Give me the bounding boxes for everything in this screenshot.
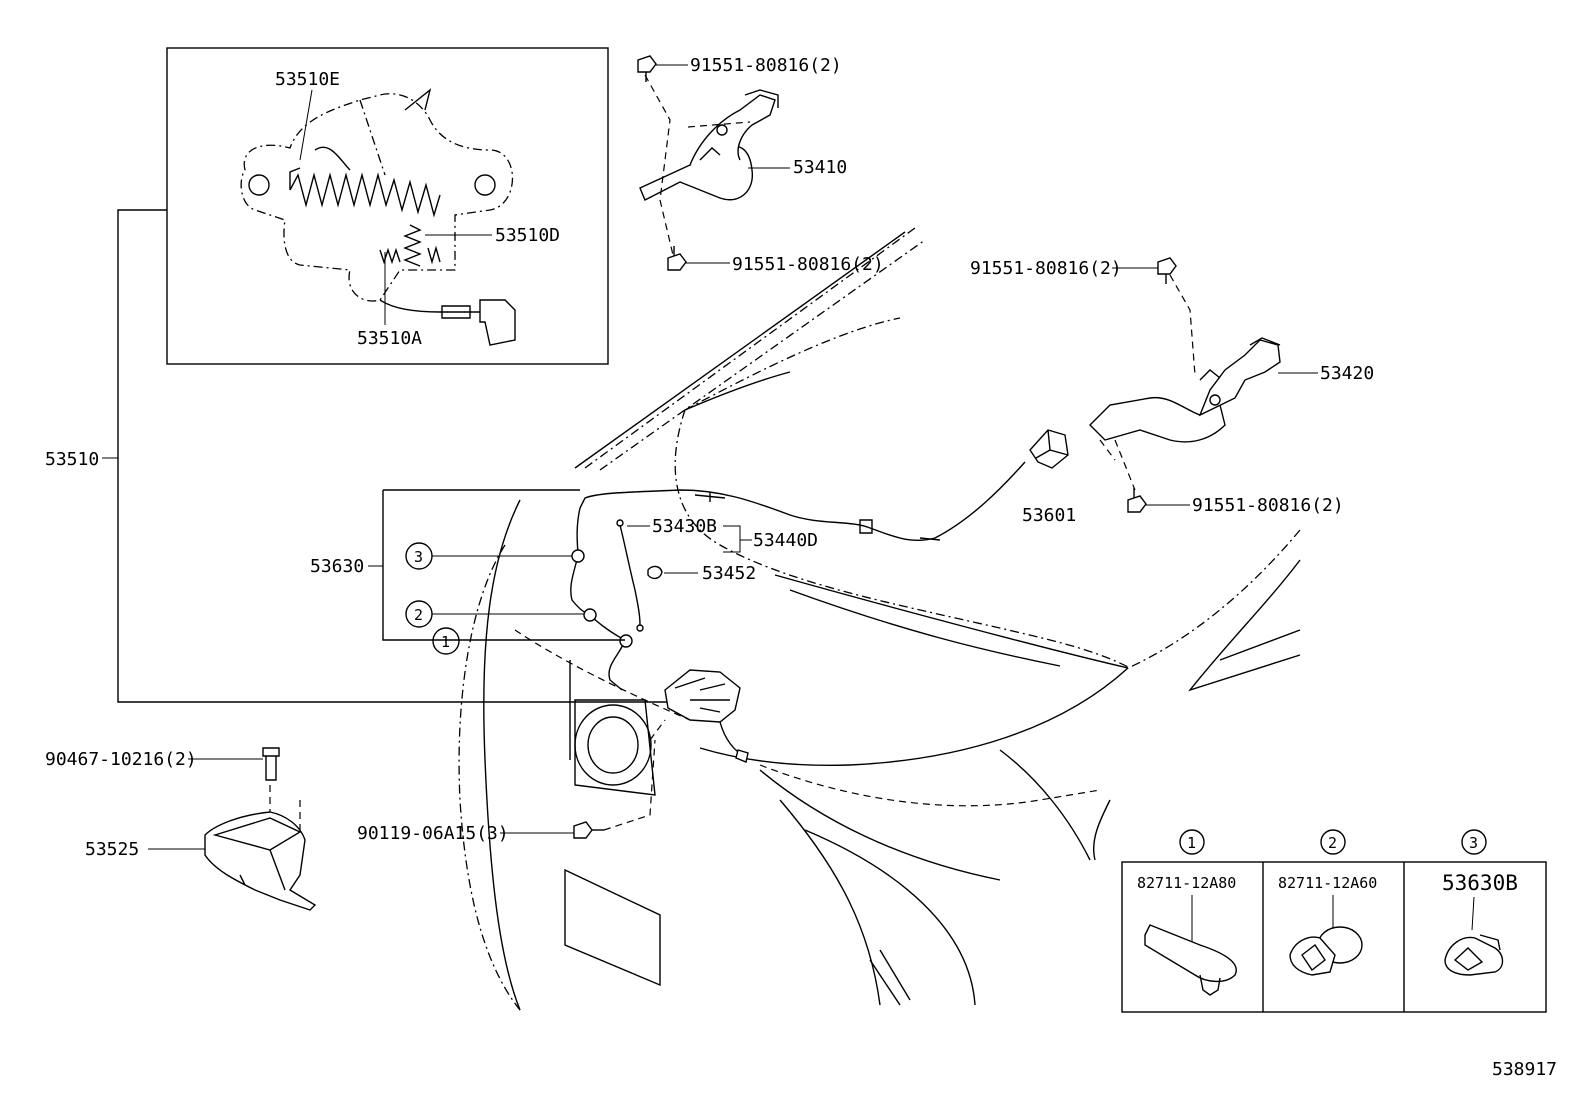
legend-part-3: 53630B [1442, 871, 1518, 895]
vehicle-body-outline [458, 227, 1301, 1011]
bolt-label-53420-bottom: 91551-80816(2) [1192, 495, 1344, 516]
assembly-bracket-53510: 53510 [45, 209, 690, 703]
clamp-icon [647, 565, 663, 580]
bolt-label-53410-bottom: 91551-80816(2) [732, 254, 884, 275]
part-label-53430B: 53430B [652, 516, 717, 537]
clip-icon [262, 747, 280, 781]
legend-part-1: 82711-12A80 [1137, 874, 1236, 892]
clip-legend-table: 1 2 3 82711-12A80 82711-12A60 53630B [1121, 829, 1547, 1013]
part-label-53510D: 53510D [495, 225, 560, 246]
legend-callout-1-text: 1 [1187, 834, 1196, 852]
callout-1 [432, 627, 460, 655]
callout-2-text: 2 [414, 606, 423, 624]
legend-part-2: 82711-12A60 [1278, 874, 1377, 892]
part-label-53510E: 53510E [275, 69, 340, 90]
part-label-53452: 53452 [702, 563, 756, 584]
latch-cover-53525: 90467-10216(2) 53525 [45, 747, 317, 911]
clip-icon [1144, 895, 1237, 996]
hood-hinge-53420: 53420 91551-80816(2) 91551-80816(2) [970, 257, 1374, 516]
legend-callout-2 [1320, 829, 1346, 855]
part-label-53440D: 53440D [753, 530, 818, 551]
part-label-53410: 53410 [793, 157, 847, 178]
bolt-icon [1127, 488, 1147, 513]
latch-detail-inset: 53510E 53510D 53510A [166, 47, 609, 365]
hood-release-cable-53630: 53630 3 2 1 53430B 53440D 53452 [310, 461, 1026, 691]
bolt-icon [637, 55, 657, 82]
bolt-label-53420-top: 91551-80816(2) [970, 258, 1122, 279]
bolt-label-90119: 90119-06A15(3) [357, 823, 509, 844]
bolt-icon [667, 246, 687, 271]
grommet-icon [1289, 895, 1363, 976]
part-label-53510A: 53510A [357, 328, 422, 349]
hood-hinge-53410: 53410 91551-80816(2) 91551-80816(2) [637, 55, 884, 275]
legend-callout-3-text: 3 [1469, 834, 1478, 852]
bolt-label-53410-top: 91551-80816(2) [690, 55, 842, 76]
bolt-90119: 90119-06A15(3) [357, 739, 656, 844]
legend-callout-3 [1461, 829, 1487, 855]
part-label-53420: 53420 [1320, 363, 1374, 384]
legend-callout-2-text: 2 [1328, 834, 1337, 852]
bolt-label-90467: 90467-10216(2) [45, 749, 197, 770]
release-lever-53601: 53601 [1022, 429, 1076, 526]
diagram-id: 538917 [1492, 1059, 1557, 1080]
part-label-53630: 53630 [310, 556, 364, 577]
bolt-icon [573, 821, 604, 839]
clamp-icon [1444, 896, 1504, 976]
part-label-53525: 53525 [85, 839, 139, 860]
part-label-53601: 53601 [1022, 505, 1076, 526]
hood-lock-assembly [649, 669, 749, 763]
callout-1-text: 1 [441, 633, 450, 651]
callout-3-text: 3 [414, 548, 423, 566]
bolt-icon [1157, 257, 1177, 284]
legend-callout-1 [1179, 829, 1205, 855]
part-label-53510: 53510 [45, 449, 99, 470]
